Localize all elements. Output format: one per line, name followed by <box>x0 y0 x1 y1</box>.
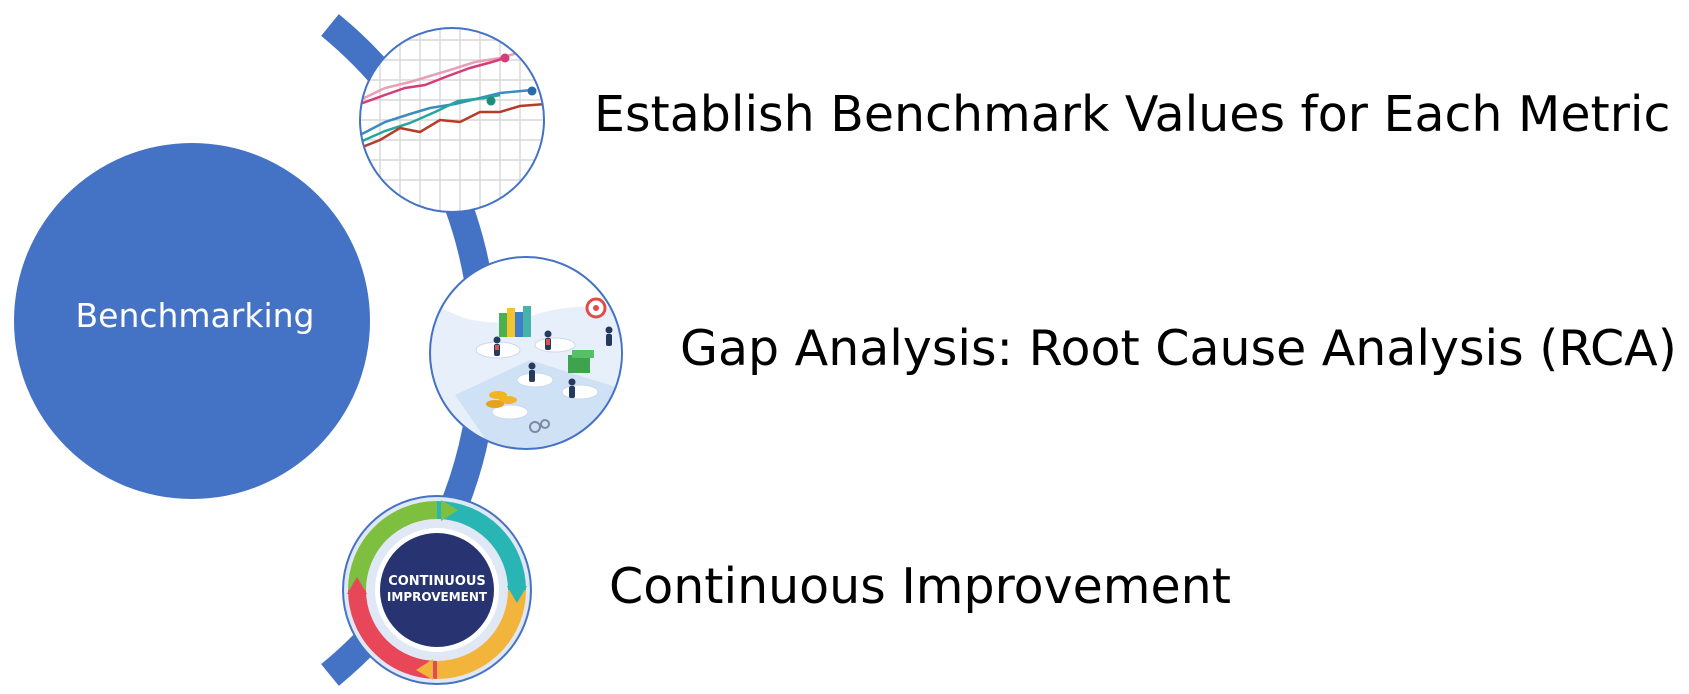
center-circle <box>14 143 370 499</box>
cycle-text-line2: IMPROVEMENT <box>387 590 488 604</box>
item-label-continuous-improvement: Continuous Improvement <box>609 558 1231 615</box>
continuous-improvement-cycle-icon: CONTINUOUS IMPROVEMENT <box>342 495 532 685</box>
item-label-benchmark-values: Establish Benchmark Values for Each Metr… <box>594 86 1671 143</box>
cycle-text-line1: CONTINUOUS <box>388 574 486 589</box>
item-label-gap-analysis: Gap Analysis: Root Cause Analysis (RCA) <box>680 320 1677 377</box>
line-chart-icon <box>359 27 545 213</box>
people-analysis-icon <box>429 256 623 450</box>
center-label: Benchmarking <box>75 296 315 335</box>
